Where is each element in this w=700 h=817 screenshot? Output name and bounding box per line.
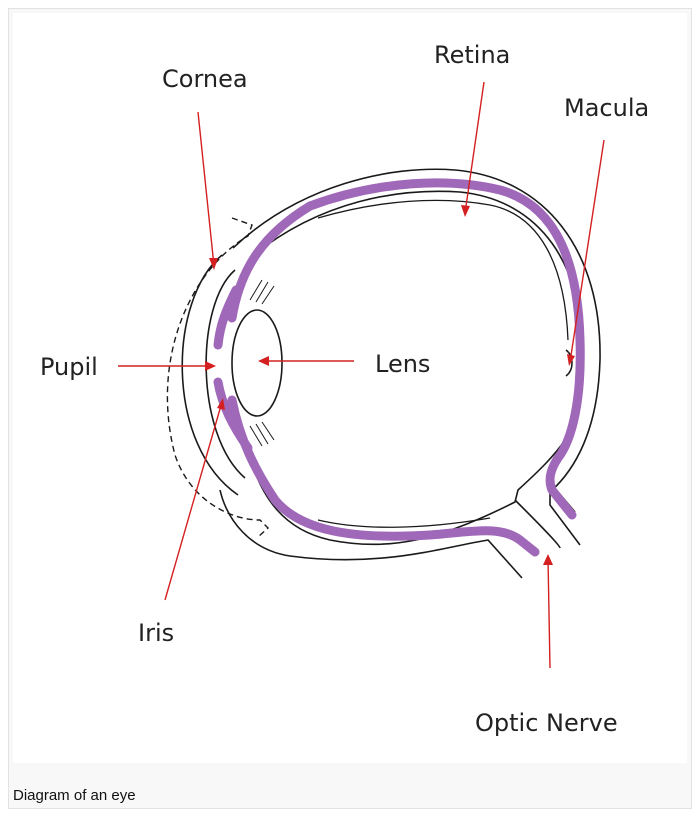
- figure-caption: Diagram of an eye: [13, 788, 136, 803]
- eye-diagram: [13, 13, 687, 763]
- retina-arrowhead: [461, 205, 470, 217]
- optic-nerve-pointer: [548, 558, 550, 668]
- label-lens: Lens: [375, 352, 430, 376]
- pointer-lines: [118, 82, 604, 668]
- label-iris: Iris: [138, 621, 174, 645]
- cornea-pointer: [198, 112, 214, 266]
- macula-arrowhead: [567, 354, 575, 366]
- label-optic-nerve: Optic Nerve: [475, 711, 618, 735]
- optic-nerve-arrowhead: [543, 554, 553, 565]
- pupil-arrowhead: [205, 361, 216, 371]
- retina-band-lower: [232, 400, 535, 552]
- lens-shape: [232, 310, 282, 416]
- label-cornea: Cornea: [162, 67, 248, 91]
- ciliary-fibers-bottom: [250, 422, 274, 446]
- ciliary-fibers-top: [250, 280, 274, 304]
- eye-diagram-svg: [13, 13, 687, 763]
- sclera-inner-lower: [248, 440, 565, 544]
- sclera-inner: [250, 191, 582, 478]
- label-macula: Macula: [564, 96, 649, 120]
- label-pupil: Pupil: [40, 355, 98, 379]
- retina-inner-line: [318, 200, 568, 340]
- label-retina: Retina: [434, 43, 510, 67]
